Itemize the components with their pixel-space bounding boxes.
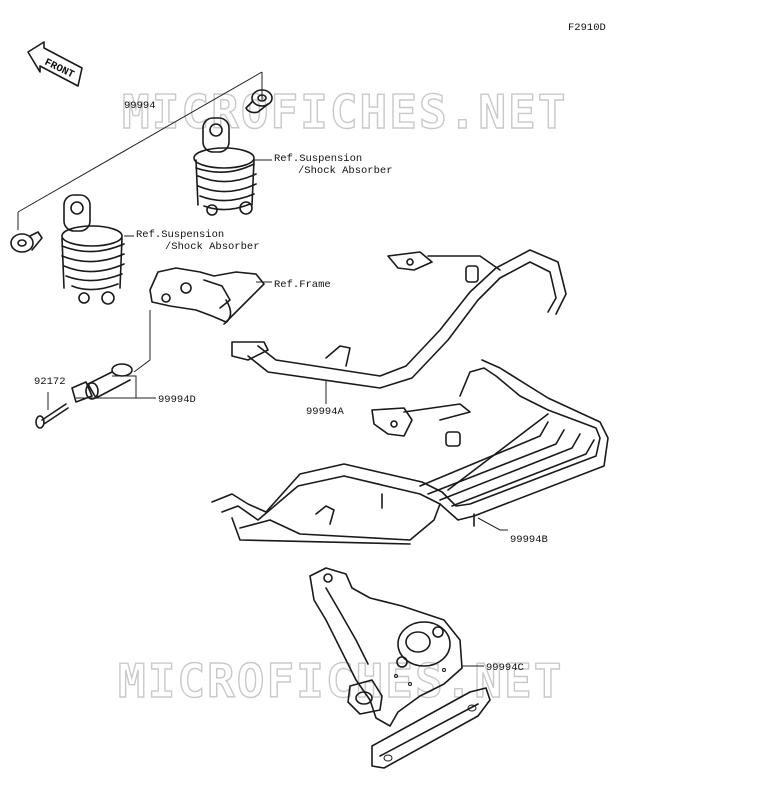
- figure-code: F2910D: [568, 22, 606, 34]
- label-92172: 92172: [34, 376, 66, 388]
- label-shock-ref-lower-1: Ref.Suspension: [136, 229, 224, 241]
- rack-99994B: [211, 359, 609, 545]
- shock-absorber-lower: [61, 194, 125, 305]
- label-shock-ref-upper-1: Ref.Suspension: [274, 153, 362, 165]
- watermark-bottom: MICROFICHES.NET: [118, 654, 563, 708]
- label-99994: 99994: [124, 100, 156, 112]
- shock-absorber-upper: [193, 117, 257, 216]
- screw-92172: [35, 392, 69, 429]
- label-99994B: 99994B: [510, 534, 548, 546]
- bushing-upper: [245, 89, 273, 114]
- label-99994A: 99994A: [306, 406, 345, 418]
- label-frame-ref: Ref.Frame: [274, 279, 331, 291]
- label-shock-ref-upper-2: /Shock Absorber: [298, 165, 393, 177]
- front-arrow-text: FRONT: [42, 57, 76, 82]
- label-shock-ref-lower-2: /Shock Absorber: [165, 241, 260, 253]
- bolt-left: [10, 231, 43, 253]
- rail-99994A: [231, 249, 567, 389]
- collar-99994D: [71, 363, 133, 403]
- label-99994C: 99994C: [486, 662, 524, 674]
- frame-bracket: [149, 267, 265, 325]
- watermark-top: MICROFICHES.NET: [122, 85, 567, 139]
- bracket-99994C: [309, 567, 491, 769]
- front-arrow-icon: FRONT: [27, 41, 83, 87]
- label-99994D: 99994D: [158, 394, 196, 406]
